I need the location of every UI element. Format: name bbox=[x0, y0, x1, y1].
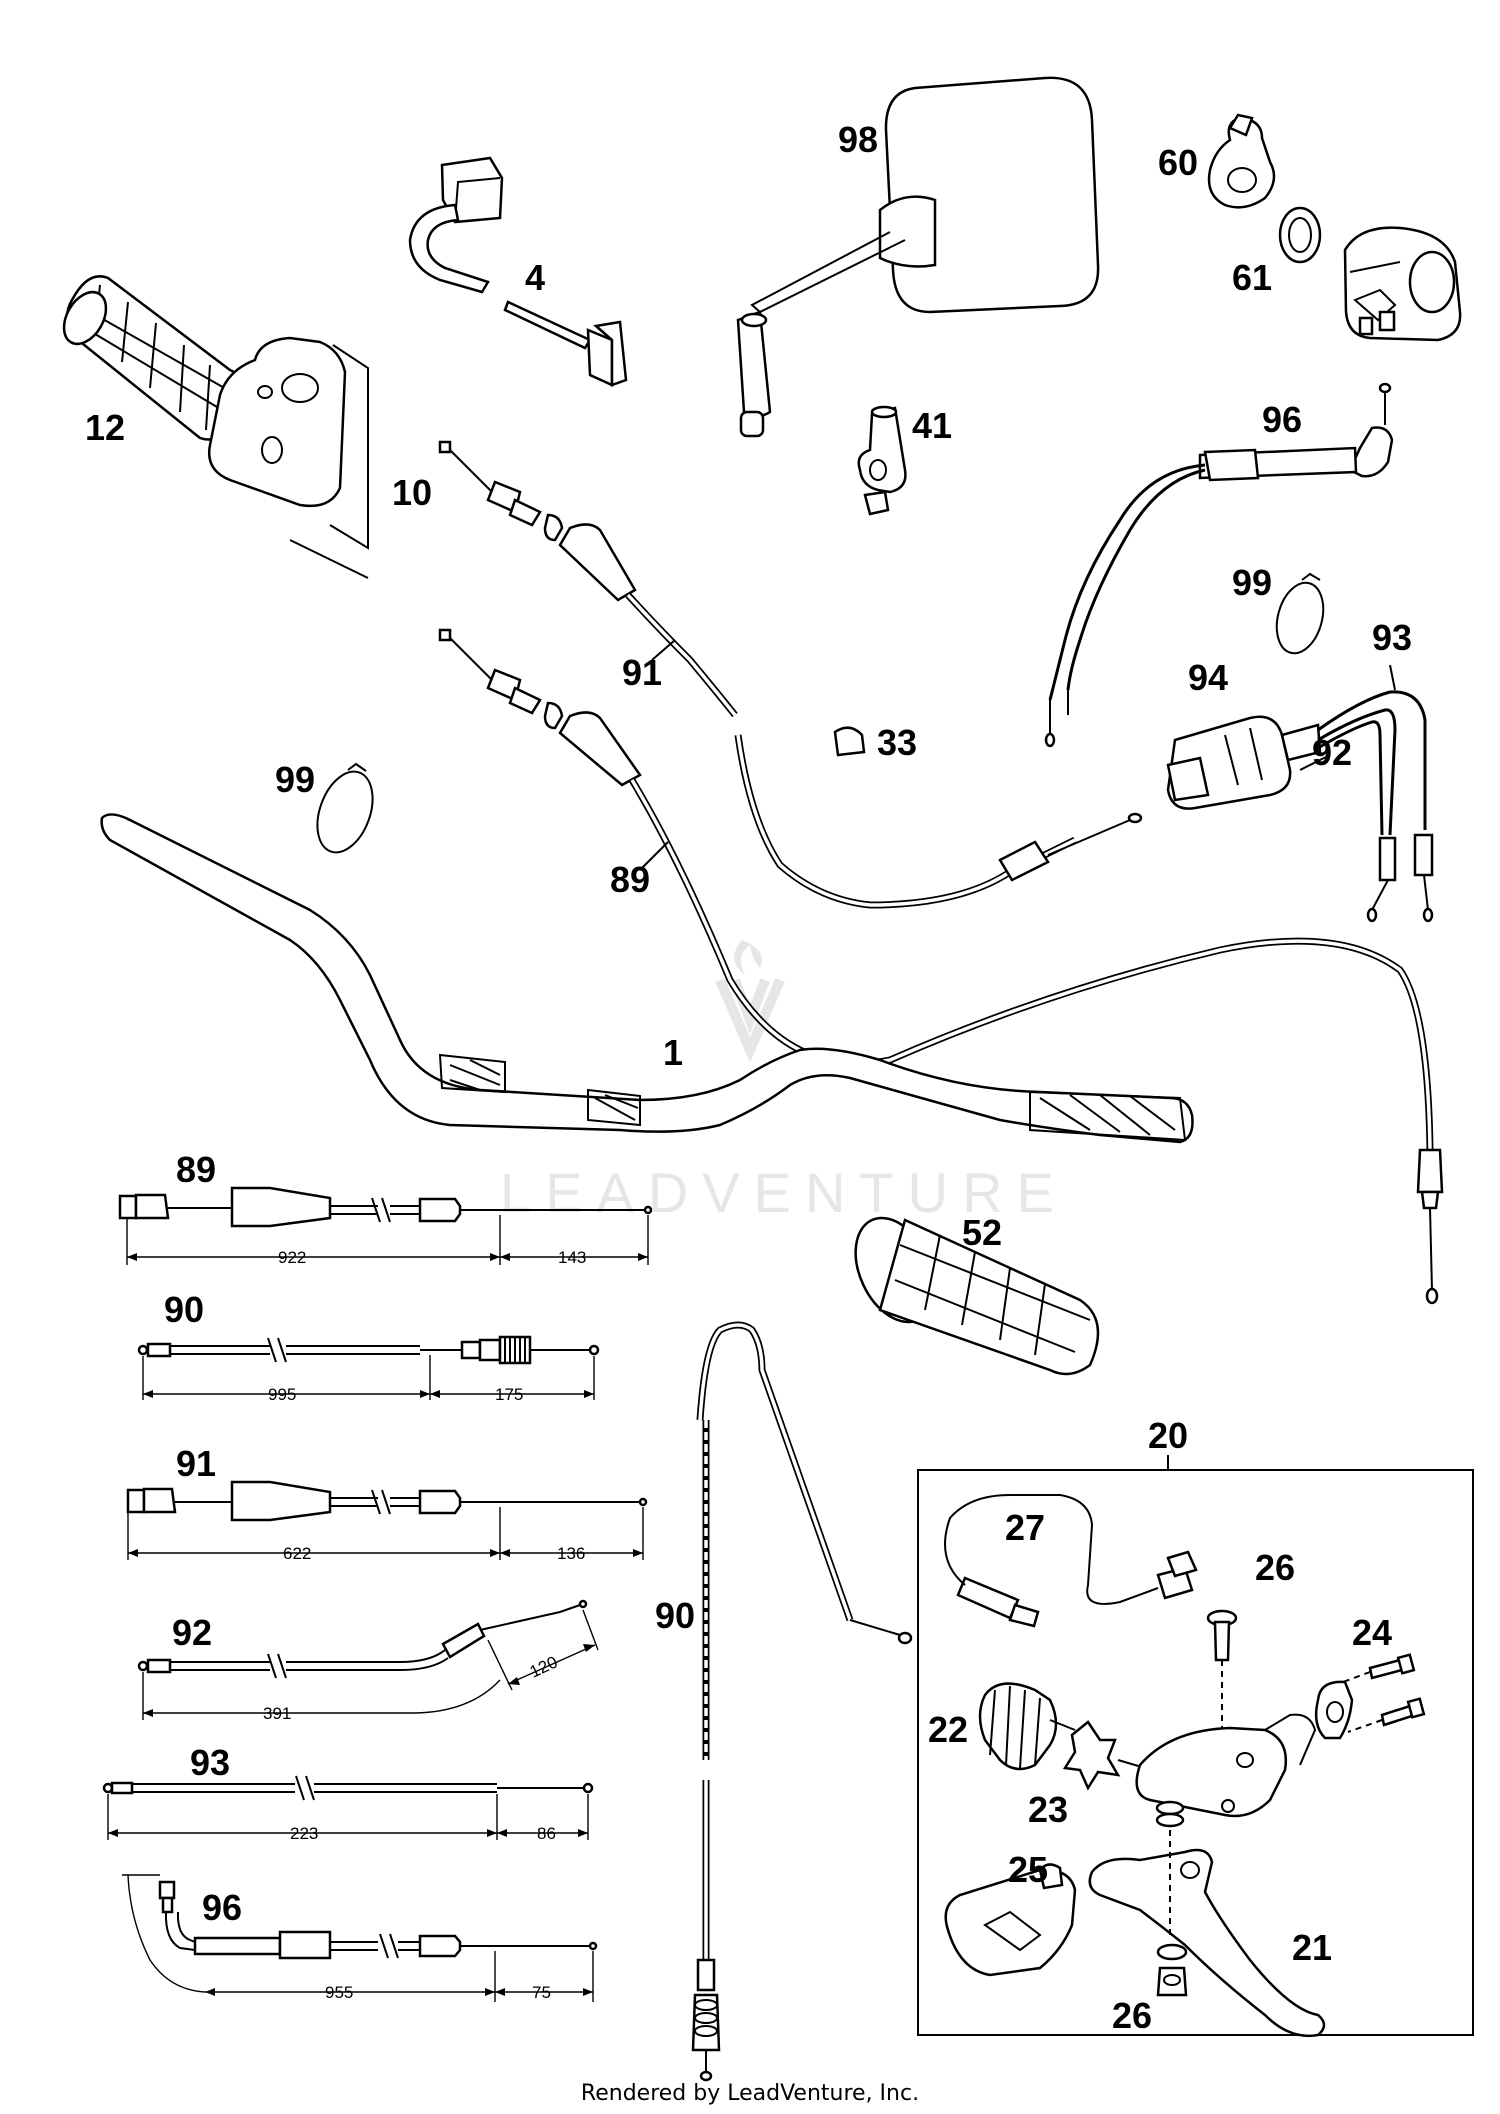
callout-26-lower: 26 bbox=[1112, 1995, 1152, 2036]
part-91-cable[interactable] bbox=[438, 440, 1143, 909]
part-94-switch-block[interactable] bbox=[1166, 715, 1322, 810]
part-27-switch-lead[interactable] bbox=[944, 1494, 1198, 1628]
dimension-labels: 922 143 995 175 622 136 391 120 223 86 9… bbox=[263, 1248, 586, 2002]
part-61-washer[interactable] bbox=[1278, 206, 1322, 264]
part-26-nut-lower[interactable] bbox=[1155, 1800, 1188, 1997]
lever-bracket[interactable] bbox=[1135, 1713, 1317, 1818]
part-92-93-cables[interactable] bbox=[1317, 690, 1434, 923]
spec-90-drawing bbox=[137, 1335, 600, 1400]
dim-91-b: 136 bbox=[557, 1544, 585, 1563]
part-41-clamp[interactable] bbox=[857, 405, 907, 516]
part-98-mirror[interactable] bbox=[736, 76, 1100, 438]
spec-label-93: 93 bbox=[190, 1742, 230, 1783]
spec-label-90: 90 bbox=[164, 1289, 204, 1330]
callout-24: 24 bbox=[1352, 1612, 1392, 1653]
part-52-grip[interactable] bbox=[840, 1205, 1100, 1376]
spec-label-89: 89 bbox=[176, 1149, 216, 1190]
callout-33: 33 bbox=[877, 722, 917, 763]
callout-91: 91 bbox=[622, 652, 662, 693]
part-22-adjuster[interactable] bbox=[978, 1682, 1076, 1771]
dim-93-b: 86 bbox=[537, 1824, 556, 1843]
part-90-cable-vertical[interactable] bbox=[691, 1321, 913, 2082]
callout-93: 93 bbox=[1372, 617, 1412, 658]
callout-4: 4 bbox=[525, 257, 545, 298]
dim-96-b: 75 bbox=[532, 1983, 551, 2002]
part-99-clip-upper[interactable] bbox=[1269, 572, 1330, 658]
footer-credit: Rendered by LeadVenture, Inc. bbox=[581, 2081, 919, 2106]
spec-91-drawing bbox=[126, 1480, 648, 1560]
callout-12: 12 bbox=[85, 407, 125, 448]
callout-90-vertical: 90 bbox=[655, 1595, 695, 1636]
callout-1: 1 bbox=[663, 1032, 683, 1073]
callout-89: 89 bbox=[610, 859, 650, 900]
dim-90-b: 175 bbox=[495, 1385, 523, 1404]
watermark-text: LEADVENTURE bbox=[500, 1161, 1068, 1224]
part-25-cover[interactable] bbox=[944, 1863, 1077, 1977]
callout-20: 20 bbox=[1148, 1415, 1188, 1456]
callout-22: 22 bbox=[928, 1709, 968, 1750]
part-96-cable[interactable] bbox=[1044, 382, 1394, 748]
callout-10: 10 bbox=[392, 472, 432, 513]
callout-96: 96 bbox=[1262, 399, 1302, 440]
spec-label-92: 92 bbox=[172, 1612, 212, 1653]
part-33-cap[interactable] bbox=[833, 726, 866, 757]
dim-90-a: 995 bbox=[268, 1385, 296, 1404]
watermark: LEADVENTURE bbox=[500, 940, 1068, 1224]
callout-98: 98 bbox=[838, 119, 878, 160]
part-89-cable[interactable] bbox=[438, 628, 1444, 1305]
dim-89-a: 922 bbox=[278, 1248, 306, 1267]
callout-23: 23 bbox=[1028, 1789, 1068, 1830]
dim-96-a: 955 bbox=[325, 1983, 353, 2002]
part-24-screws[interactable] bbox=[1334, 1653, 1426, 1733]
callout-labels: 98 60 61 4 12 10 41 96 99 93 94 92 91 33… bbox=[85, 119, 1412, 2036]
spec-label-91: 91 bbox=[176, 1443, 216, 1484]
part-21-lever[interactable] bbox=[1088, 1848, 1326, 2038]
spec-label-96: 96 bbox=[202, 1887, 242, 1928]
part-60-bracket[interactable] bbox=[1207, 113, 1276, 209]
part-23-knob[interactable] bbox=[1062, 1720, 1146, 1791]
spec-92-drawing bbox=[137, 1599, 599, 1720]
dim-92-a: 391 bbox=[263, 1704, 291, 1723]
dim-89-b: 143 bbox=[558, 1248, 586, 1267]
dim-92-b: 120 bbox=[527, 1652, 561, 1681]
spec-96-drawing bbox=[122, 1874, 598, 2002]
part-4-switch[interactable] bbox=[408, 156, 628, 387]
dim-93-a: 223 bbox=[290, 1824, 318, 1843]
callout-52: 52 bbox=[962, 1212, 1002, 1253]
callout-99-lower: 99 bbox=[275, 759, 315, 800]
callout-25: 25 bbox=[1008, 1849, 1048, 1890]
callout-60: 60 bbox=[1158, 142, 1198, 183]
group-20-box bbox=[917, 1455, 1474, 2036]
part-99-clip-lower[interactable] bbox=[307, 762, 383, 860]
callout-92: 92 bbox=[1312, 732, 1352, 773]
dim-91-a: 622 bbox=[283, 1544, 311, 1563]
callout-94: 94 bbox=[1188, 657, 1228, 698]
callout-21: 21 bbox=[1292, 1927, 1332, 1968]
part-26-bolt-upper[interactable] bbox=[1206, 1609, 1238, 1740]
clamp-half[interactable] bbox=[1314, 1680, 1354, 1740]
callout-99-upper: 99 bbox=[1232, 562, 1272, 603]
callout-26-upper: 26 bbox=[1255, 1547, 1295, 1588]
leader-lines bbox=[639, 639, 1396, 871]
callout-61: 61 bbox=[1232, 257, 1272, 298]
spec-89-drawing bbox=[118, 1186, 653, 1265]
callout-27: 27 bbox=[1005, 1507, 1045, 1548]
spec-93-drawing bbox=[102, 1775, 594, 1840]
switch-housing[interactable] bbox=[1343, 226, 1462, 342]
part-1-handlebar[interactable] bbox=[100, 813, 1194, 1144]
part-12-throttle-grip[interactable] bbox=[55, 275, 244, 441]
part-10-throttle-housing[interactable] bbox=[207, 336, 369, 579]
callout-41: 41 bbox=[912, 405, 952, 446]
